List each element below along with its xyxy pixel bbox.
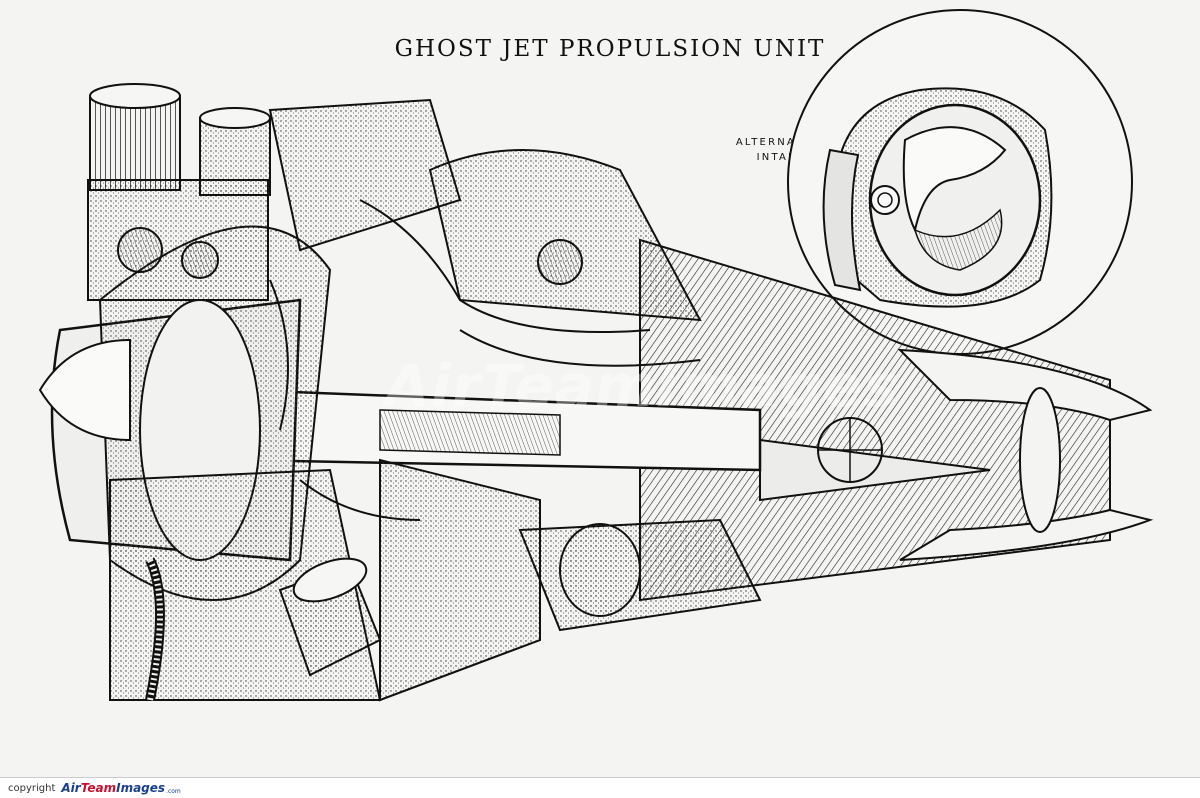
alternative-intake-label: ALTERNATIVE INTAKE (726, 135, 836, 165)
copyright-text: copyright (8, 782, 56, 794)
footer-bar: copyright AirTeamImages .com (0, 777, 1200, 798)
brand-domain: .com (166, 787, 181, 795)
engine-body (38, 83, 1154, 702)
alternative-intake-inset (787, 9, 1133, 355)
technical-drawing-sheet: GHOST JET PROPULSION UNIT ALTERNATIVE IN… (38, 9, 1154, 702)
inset-label-line2: INTAKE (756, 152, 806, 163)
airteamimages-logo[interactable]: AirTeamImages (61, 781, 166, 795)
inset-label-line1: ALTERNATIVE (735, 137, 827, 148)
engine-pipework (269, 199, 701, 521)
engine-cutaway-illustration (38, 9, 1154, 702)
drawing-title: GHOST JET PROPULSION UNIT (394, 36, 826, 62)
